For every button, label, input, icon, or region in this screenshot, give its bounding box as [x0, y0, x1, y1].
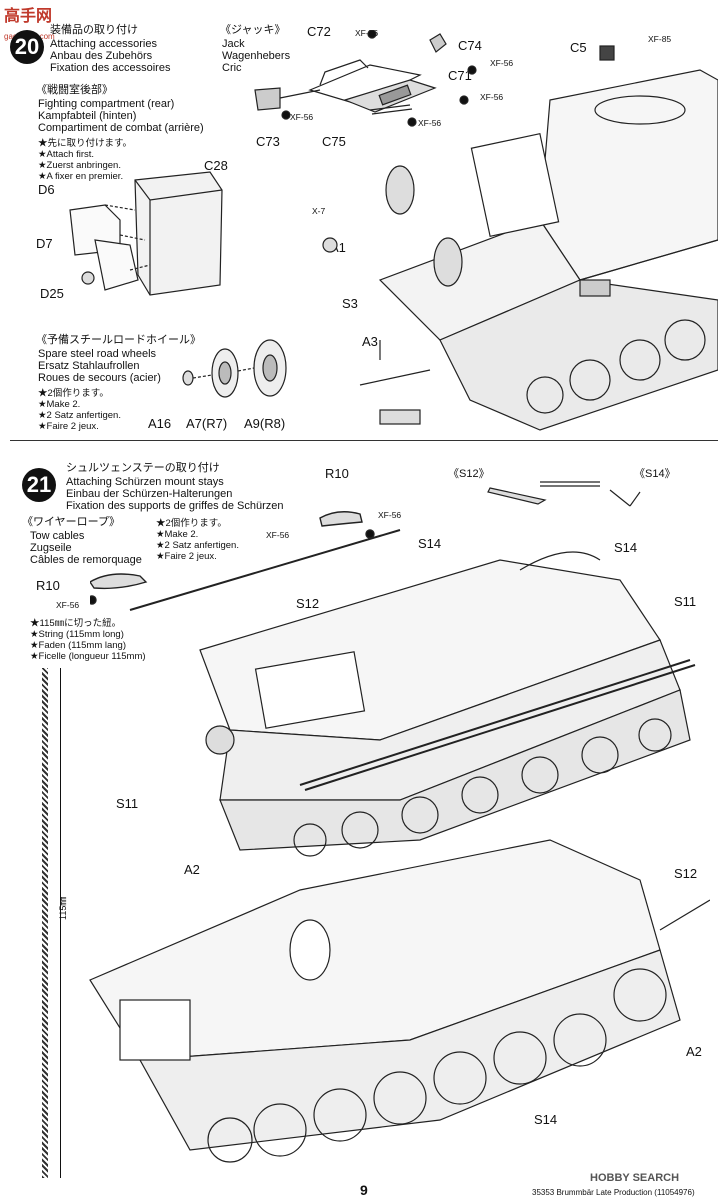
- part-label-c71: C71: [448, 68, 472, 83]
- step21-upper-tank-drawing: [199, 551, 696, 857]
- paint-code-xf56: XF-56: [490, 58, 514, 68]
- jack-title-fr: Cric: [222, 62, 242, 74]
- step20-panel: [10, 20, 718, 441]
- jack-assembly-drawing: [254, 30, 477, 127]
- step20-tank-drawing: [322, 45, 718, 431]
- paint-code-xf56: XF-56: [266, 530, 290, 540]
- paint-code-x7: X-7: [312, 206, 326, 216]
- part-label-a9: A9(R8): [244, 416, 286, 431]
- part-label-a7: A7(R7): [186, 416, 228, 431]
- string-note-de: ★Faden (115mm lang): [30, 640, 126, 651]
- s14-header: 《S14》: [634, 468, 676, 480]
- attach-note-fr: ★A fixer en premier.: [38, 171, 124, 182]
- ruler-dimension-line: [60, 668, 61, 1178]
- part-label-s14: S14: [614, 540, 638, 555]
- ruler-length-label: 115㎜: [58, 896, 68, 920]
- fight-title-jp: 《戦闘室後部》: [36, 84, 113, 96]
- fight-title-fr: Compartiment de combat (arrière): [38, 122, 204, 134]
- spare-title-en: Spare steel road wheels: [38, 348, 157, 360]
- part-label-c5: C5: [570, 40, 587, 55]
- part-label-c28: C28: [204, 158, 228, 173]
- part-label-c73: C73: [256, 134, 280, 149]
- jack-title-en: Jack: [222, 38, 245, 50]
- step20-title-jp: 装備品の取り付け: [50, 24, 138, 36]
- part-label-a3: A3: [362, 334, 378, 349]
- step21-title-jp: シュルツェンステーの取り付け: [66, 462, 220, 474]
- tow-note-fr: ★Faire 2 jeux.: [156, 551, 217, 562]
- fight-title-de: Kampfabteil (hinten): [38, 110, 137, 122]
- fighting-compartment-box-drawing: [69, 171, 223, 296]
- paint-code-xf56: XF-56: [56, 600, 80, 610]
- tow-note-jp: ★2個作ります。: [156, 518, 227, 529]
- step20-title-de: Anbau des Zubehörs: [50, 50, 153, 62]
- part-label-d25: D25: [40, 286, 64, 301]
- product-code: 35353 Brummbär Late Production (11054976…: [532, 1188, 695, 1197]
- part-label-r10: R10: [36, 578, 60, 593]
- string-note-fr: ★Ficelle (longueur 115mm): [30, 651, 146, 662]
- part-label-d6: D6: [38, 182, 55, 197]
- step21-lower-tank-drawing: [89, 839, 710, 1163]
- part-label-s12: S12: [674, 866, 698, 881]
- watermark: HOBBY SEARCH: [590, 1172, 680, 1184]
- tow-note-de: ★2 Satz anfertigen.: [156, 540, 239, 551]
- step21-title-fr: Fixation des supports de griffes de Schü…: [66, 500, 284, 512]
- spare-title-de: Ersatz Stahlaufrollen: [38, 360, 140, 372]
- tow-note-en: ★Make 2.: [156, 529, 199, 540]
- spare-note-fr: ★Faire 2 jeux.: [38, 421, 99, 432]
- part-label-c74: C74: [458, 38, 482, 53]
- jack-title-jp: 《ジャッキ》: [220, 24, 286, 36]
- step20-title-fr: Fixation des accessoires: [50, 62, 171, 74]
- string-note-en: ★String (115mm long): [30, 629, 124, 640]
- part-label-a2: A2: [686, 1044, 702, 1059]
- string-length-ruler: [42, 668, 48, 1178]
- part-label-s14: S14: [534, 1112, 558, 1127]
- part-label-c72: C72: [307, 24, 331, 39]
- spare-title-jp: 《予備スチールロードホイール》: [36, 334, 201, 346]
- spare-note-en: ★Make 2.: [38, 399, 81, 410]
- part-label-s11: S11: [116, 796, 139, 811]
- step21-title-en: Attaching Schürzen mount stays: [66, 476, 224, 488]
- part-label-r10: R10: [325, 466, 349, 481]
- part-label-s3: S3: [342, 296, 358, 311]
- paint-code-xf56: XF-56: [480, 92, 504, 102]
- tow-cable-drawing: [90, 511, 401, 611]
- tow-title-jp: 《ワイヤーロープ》: [22, 516, 121, 528]
- spare-note-de: ★2 Satz anfertigen.: [38, 410, 121, 421]
- part-label-s11: S11: [674, 594, 697, 609]
- s12-header: 《S12》: [448, 468, 490, 480]
- attach-note-en: ★Attach first.: [38, 149, 95, 160]
- site-logo-text: 高手网: [4, 8, 53, 25]
- step21-number: 21: [22, 468, 56, 502]
- attach-note-jp: ★先に取り付けます。: [38, 138, 133, 149]
- paint-code-xf85: XF-85: [648, 34, 672, 44]
- tow-title-en: Tow cables: [30, 530, 85, 542]
- paint-code-xf56: XF-56: [418, 118, 442, 128]
- paint-code-xf56: XF-56: [355, 28, 379, 38]
- part-label-a16: A16: [148, 416, 172, 431]
- part-label-s12: S12: [296, 596, 320, 611]
- step20-number: 20: [10, 30, 44, 64]
- step21-title-de: Einbau der Schürzen-Halterungen: [66, 488, 233, 500]
- attach-note-de: ★Zuerst anbringen.: [38, 160, 121, 171]
- tow-title-fr: Câbles de remorquage: [30, 554, 142, 566]
- s12-s14-parts-drawing: [487, 481, 641, 507]
- paint-code-xf56: XF-56: [378, 510, 402, 520]
- tow-title-de: Zugseile: [30, 542, 72, 554]
- jack-title-de: Wagenhebers: [222, 50, 291, 62]
- spare-note-jp: ★2個作ります。: [38, 388, 109, 399]
- part-label-a2: A2: [184, 862, 200, 877]
- step20-title-en: Attaching accessories: [50, 38, 157, 50]
- spare-title-fr: Roues de secours (acier): [38, 372, 161, 384]
- string-note-jp: ★115㎜に切った紐。: [30, 618, 122, 629]
- part-label-s14: S14: [418, 536, 442, 551]
- part-label-d7: D7: [36, 236, 53, 251]
- page-number: 9: [360, 1182, 368, 1198]
- spare-road-wheels-drawing: [182, 339, 287, 398]
- part-label-c75: C75: [322, 134, 346, 149]
- fight-title-en: Fighting compartment (rear): [38, 98, 175, 110]
- paint-code-xf56: XF-56: [290, 112, 314, 122]
